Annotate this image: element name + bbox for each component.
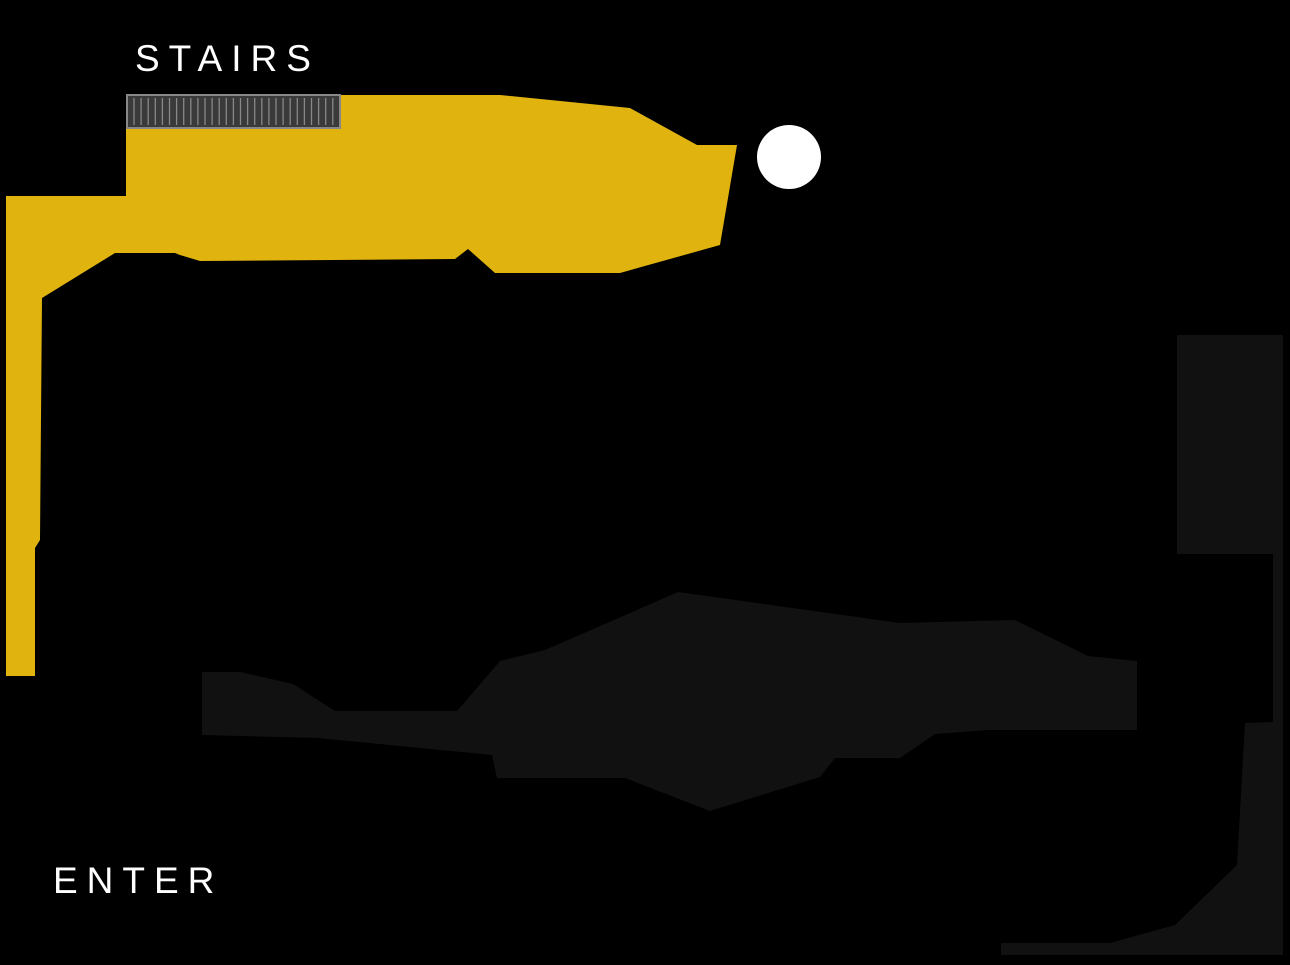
stairs[interactable] [126, 94, 341, 129]
player-marker [757, 125, 821, 189]
explored-area [6, 95, 737, 676]
stairs-label: STAIRS [135, 38, 320, 79]
enter-label: ENTER [53, 860, 224, 901]
stairs-steps [133, 98, 341, 125]
unexplored-area-east-wing [1001, 335, 1283, 955]
unexplored-area-hall [202, 592, 1137, 811]
